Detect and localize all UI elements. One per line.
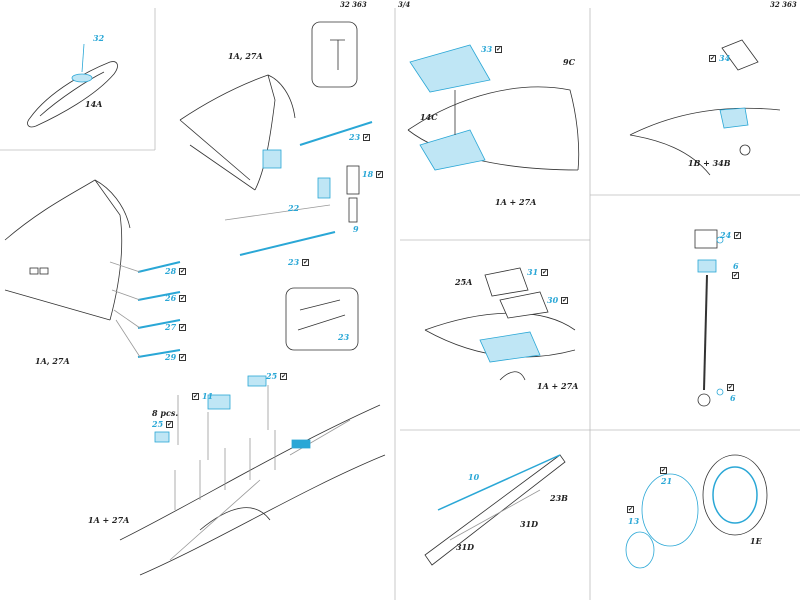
checkbox-icon[interactable]: ✔ <box>179 353 187 361</box>
part-31-tag: 31✔ <box>527 267 549 277</box>
ref-1e-label: 1E <box>750 536 762 546</box>
step-ref-label: 1A, 27A <box>35 356 70 366</box>
part-22-label: 22 <box>288 203 300 213</box>
quantity-label: 8 pcs. <box>152 408 179 418</box>
part-23b-tag: 23✔ <box>288 257 310 267</box>
part-21-label: 21 <box>661 476 673 486</box>
ref-31d-label: 31D <box>520 519 539 529</box>
checkbox-icon[interactable]: ✔ <box>660 467 667 474</box>
sheet-code-left: 32 363 <box>340 0 367 9</box>
ref-14a-label: 14A <box>85 99 103 109</box>
checkbox-icon[interactable]: ✔ <box>376 170 384 178</box>
checkbox-icon[interactable]: ✔ <box>541 268 549 276</box>
part-6b-label: 6 <box>730 393 736 403</box>
step-ref-label: 1B + 34B <box>688 158 731 168</box>
part-30-label: 30 <box>547 295 559 305</box>
checkbox-icon[interactable]: ✔ <box>627 506 634 513</box>
part-18-tag: 18✔ <box>362 169 384 179</box>
part-23-label: 23 <box>349 132 361 142</box>
checkbox-icon[interactable]: ✔ <box>709 54 716 62</box>
checkbox-icon[interactable]: ✔ <box>732 272 739 279</box>
checkbox-icon[interactable]: ✔ <box>302 258 310 266</box>
checkbox-icon[interactable]: ✔ <box>166 420 174 428</box>
ref-9c-label: 9C <box>563 57 575 67</box>
checkbox-icon[interactable]: ✔ <box>192 392 199 400</box>
checkbox-icon[interactable]: ✔ <box>179 267 187 275</box>
ref-23b-label: 23B <box>550 493 568 503</box>
checkbox-icon[interactable]: ✔ <box>280 372 288 380</box>
part-34-label: 34 <box>719 53 731 63</box>
part-28-tag: 28✔ <box>165 266 187 276</box>
part-24-label: 24 <box>720 230 732 240</box>
part-25a-tag: 25✔ <box>266 371 288 381</box>
checkbox-icon[interactable]: ✔ <box>179 294 187 302</box>
part-32-label: 32 <box>93 33 105 43</box>
checkbox-icon[interactable]: ✔ <box>727 384 734 391</box>
step-title: 1A, 27A <box>228 51 263 61</box>
part-23-tag: 23✔ <box>349 132 371 142</box>
step-ref-label: 1A + 27A <box>537 381 579 391</box>
part-11-label: 11 <box>202 391 214 401</box>
ref-31d-label: 31D <box>456 542 475 552</box>
part-24-tag: 24✔ <box>720 230 742 240</box>
step-ref-label: 1A + 27A <box>495 197 537 207</box>
part-13-label: 13 <box>628 516 640 526</box>
part-9-label: 9 <box>353 224 359 234</box>
ref-25a-label: 25A <box>455 277 473 287</box>
part-28-label: 28 <box>165 266 177 276</box>
part-25a-label: 25 <box>266 371 278 381</box>
step-ref-label: 1A + 27A <box>88 515 130 525</box>
page-number: 3/4 <box>398 0 411 9</box>
part-31-label: 31 <box>527 267 539 277</box>
part-27-tag: 27✔ <box>165 322 187 332</box>
part-18-label: 18 <box>362 169 374 179</box>
part-33-label: 33 <box>481 44 493 54</box>
part-33-tag: 33✔ <box>481 44 503 54</box>
part-11-tag: ✔11 <box>192 392 213 400</box>
part-30-tag: 30✔ <box>547 295 569 305</box>
part-34-tag: ✔34 <box>709 54 730 62</box>
part-25b-tag: 25✔ <box>152 419 174 429</box>
part-26-label: 26 <box>165 293 177 303</box>
checkbox-icon[interactable]: ✔ <box>179 323 187 331</box>
part-10-label: 10 <box>468 472 480 482</box>
part-26-tag: 26✔ <box>165 293 187 303</box>
part-6a-label: 6 <box>733 261 739 271</box>
part-27-label: 27 <box>165 322 177 332</box>
part-29-label: 29 <box>165 352 177 362</box>
checkbox-icon[interactable]: ✔ <box>495 45 503 53</box>
checkbox-icon[interactable]: ✔ <box>363 133 371 141</box>
part-25b-label: 25 <box>152 419 164 429</box>
part-29-tag: 29✔ <box>165 352 187 362</box>
checkbox-icon[interactable]: ✔ <box>561 296 569 304</box>
checkbox-icon[interactable]: ✔ <box>734 231 742 239</box>
sheet-code-right: 32 363 <box>770 0 797 9</box>
part-23b-label: 23 <box>288 257 300 267</box>
part-23c-label: 23 <box>338 332 350 342</box>
ref-14c-label: 14C <box>420 112 438 122</box>
